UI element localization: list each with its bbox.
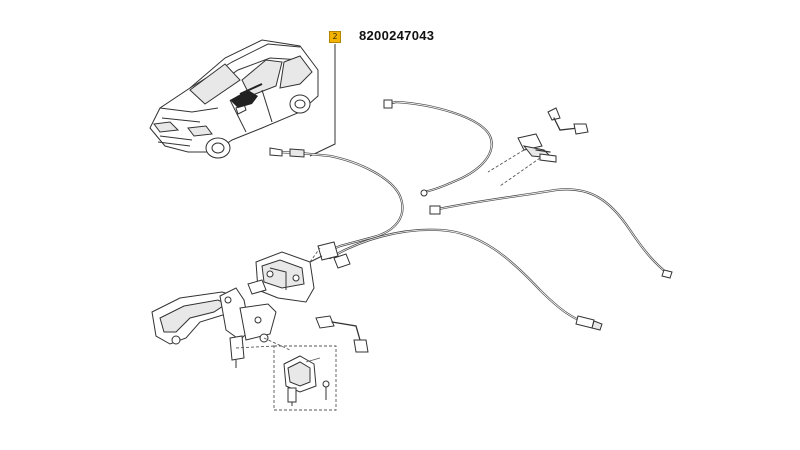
- callout-leader: [309, 44, 336, 157]
- guide-leader: [309, 247, 321, 263]
- latch-block-icon: [247, 251, 323, 303]
- clip-part-icon: [487, 133, 557, 187]
- hook-cable-icon: [383, 99, 493, 197]
- cable-assembly-icon: [269, 147, 603, 331]
- handle-icon: [151, 287, 277, 368]
- rod-part-icon: [547, 107, 589, 135]
- long-cable-icon: [429, 188, 673, 279]
- lever-icon: [315, 315, 369, 353]
- part-number-label[interactable]: 8200247043: [359, 28, 435, 43]
- detail-box: [235, 345, 337, 411]
- car-icon: [149, 39, 319, 159]
- callout-number-badge[interactable]: 2: [329, 31, 341, 43]
